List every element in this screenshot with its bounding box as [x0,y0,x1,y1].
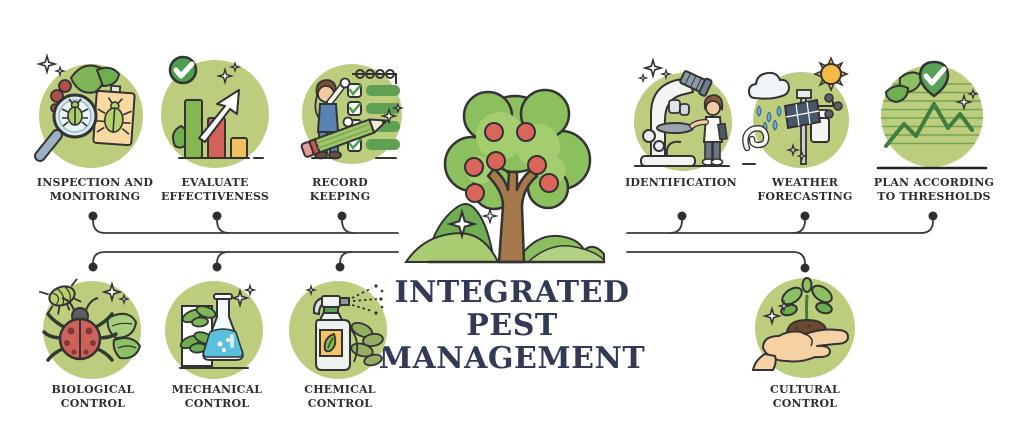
step-label-record-keeping: RECORD KEEPING [309,176,371,203]
magnifier-bug-icon [31,55,151,176]
connector-dots [88,211,938,273]
step-label-inspection-monitoring: INSPECTION AND MONITORING [36,176,154,203]
step-label-biological-control: BIOLOGICAL CONTROL [51,383,135,410]
spray-bottle-icon [278,270,398,390]
weather-station-icon [741,56,861,180]
step-label-mechanical-control: MECHANICAL CONTROL [171,383,263,410]
step-label-chemical-control: CHEMICAL CONTROL [304,383,376,410]
connector-top-left [92,219,399,234]
flask-leaf-icon [154,270,274,390]
title-line-1: INTEGRATED [394,275,630,310]
bar-chart-check-icon [155,54,275,174]
threshold-chart-icon [872,56,992,176]
microscope-icon [623,59,743,182]
title-line-3: MANAGEMENT [378,341,646,376]
title-line-2: PEST [466,308,558,343]
hand-seedling-icon [745,268,865,388]
step-label-plan-thresholds: PLAN ACCORDING TO THRESHOLDS [873,176,995,203]
connector-bottom-right [626,251,806,265]
apple-tree-illustration [398,76,632,268]
step-label-cultural-control: CULTURAL CONTROL [770,383,840,410]
connector-bottom-left [92,251,399,264]
ladybug-leaf-icon [32,270,152,390]
step-label-weather-forecasting: WEATHER FORECASTING [757,176,853,203]
step-label-identification: IDENTIFICATION [625,176,737,189]
main-title: INTEGRATED PEST MANAGEMENT [379,276,646,375]
checklist-pencil-icon [292,54,412,174]
connector-top-right [626,219,934,234]
step-label-evaluate-effectiveness: EVALUATE EFFECTIVENESS [160,176,270,203]
